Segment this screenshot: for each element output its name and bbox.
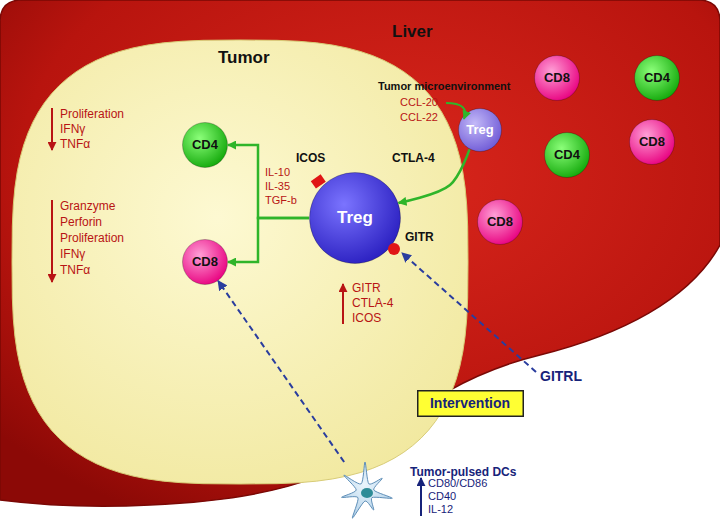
cell-body bbox=[630, 120, 675, 165]
annotation-label: CD80/CD86 bbox=[428, 477, 487, 490]
cell-circle: CD4 bbox=[182, 122, 228, 168]
node-label: CD8 bbox=[544, 71, 570, 86]
dendritic-cell: Tumor-pulsed DCs bbox=[330, 462, 400, 522]
recruitment-arrow bbox=[446, 103, 465, 119]
node-label: Intervention bbox=[430, 395, 510, 411]
annotation-label: CTLA-4 bbox=[392, 152, 435, 166]
icos-receptor bbox=[311, 174, 326, 188]
dendritic-cell-body bbox=[342, 462, 393, 518]
annotation-label: TGF-b bbox=[265, 194, 297, 207]
annotation-label: CCL-22 bbox=[400, 111, 438, 124]
annotation-label: CTLA-4 bbox=[352, 297, 393, 311]
annotation-label: GITR bbox=[352, 282, 381, 296]
cell-body bbox=[545, 133, 590, 178]
annotation-label: TNFα bbox=[60, 138, 90, 152]
intervention-arrow bbox=[402, 253, 536, 372]
cell-body bbox=[183, 123, 228, 168]
annotation-label: GITR bbox=[405, 231, 434, 245]
annotation-label: TNFα bbox=[60, 264, 90, 278]
node-label: CD8 bbox=[639, 135, 665, 150]
connector-arrow bbox=[218, 281, 344, 462]
cell-body bbox=[535, 56, 580, 101]
annotation-label: Tumor microenvironment bbox=[378, 80, 510, 93]
node-label: Treg bbox=[337, 208, 373, 228]
cell-circle: CD4 bbox=[544, 132, 590, 178]
cell-body bbox=[183, 240, 228, 285]
annotation-label: ICOS bbox=[296, 152, 325, 166]
cell-nucleus bbox=[361, 488, 373, 498]
ctla4-receptor bbox=[384, 179, 396, 191]
node-label: CD4 bbox=[192, 138, 218, 153]
node-label: CD8 bbox=[487, 215, 513, 230]
annotation-label: GITRL bbox=[540, 368, 582, 384]
node-label: Tumor bbox=[218, 48, 270, 68]
annotation-label: IFNγ bbox=[60, 248, 85, 262]
annotation-label: IL-35 bbox=[265, 180, 290, 193]
annotation-label: Granzyme bbox=[60, 200, 115, 214]
cell-circle: Treg bbox=[309, 172, 401, 264]
node-label: Treg bbox=[466, 123, 493, 138]
node-shape bbox=[330, 462, 400, 522]
annotation-label: Perforin bbox=[60, 216, 102, 230]
decrease-arrow bbox=[51, 108, 53, 150]
annotation-label: CCL-20 bbox=[400, 96, 438, 109]
cell-circle: CD8 bbox=[182, 239, 228, 285]
cell-circle: CD4 bbox=[634, 55, 680, 101]
cell-body bbox=[635, 56, 680, 101]
annotation-label: IL-10 bbox=[265, 166, 290, 179]
annotation-label: Proliferation bbox=[60, 108, 124, 122]
decrease-arrow bbox=[51, 200, 53, 282]
cell-circle: CD8 bbox=[534, 55, 580, 101]
cell-circle: CD8 bbox=[477, 199, 523, 245]
box-outline bbox=[417, 390, 523, 416]
intervention-box: Intervention bbox=[417, 390, 524, 417]
annotation-label: Proliferation bbox=[60, 232, 124, 246]
annotation-label: IL-12 bbox=[428, 503, 453, 516]
cell-body bbox=[310, 173, 401, 264]
liver-outline bbox=[0, 0, 720, 506]
cell-body bbox=[478, 200, 523, 245]
annotation-label: ICOS bbox=[352, 312, 381, 326]
annotation-label: CD40 bbox=[428, 490, 456, 503]
node-label: CD4 bbox=[554, 148, 580, 163]
increase-arrow bbox=[420, 478, 422, 516]
node-label: CD4 bbox=[644, 71, 670, 86]
connector-arrow bbox=[228, 218, 309, 262]
gitr-receptor bbox=[388, 243, 400, 255]
annotation-label: IFNγ bbox=[60, 123, 85, 137]
node-label: CD8 bbox=[192, 255, 218, 270]
cell-circle: CD8 bbox=[629, 119, 675, 165]
tumor-outline bbox=[12, 40, 468, 484]
node-label: Liver bbox=[392, 22, 433, 42]
increase-arrow bbox=[342, 284, 344, 324]
